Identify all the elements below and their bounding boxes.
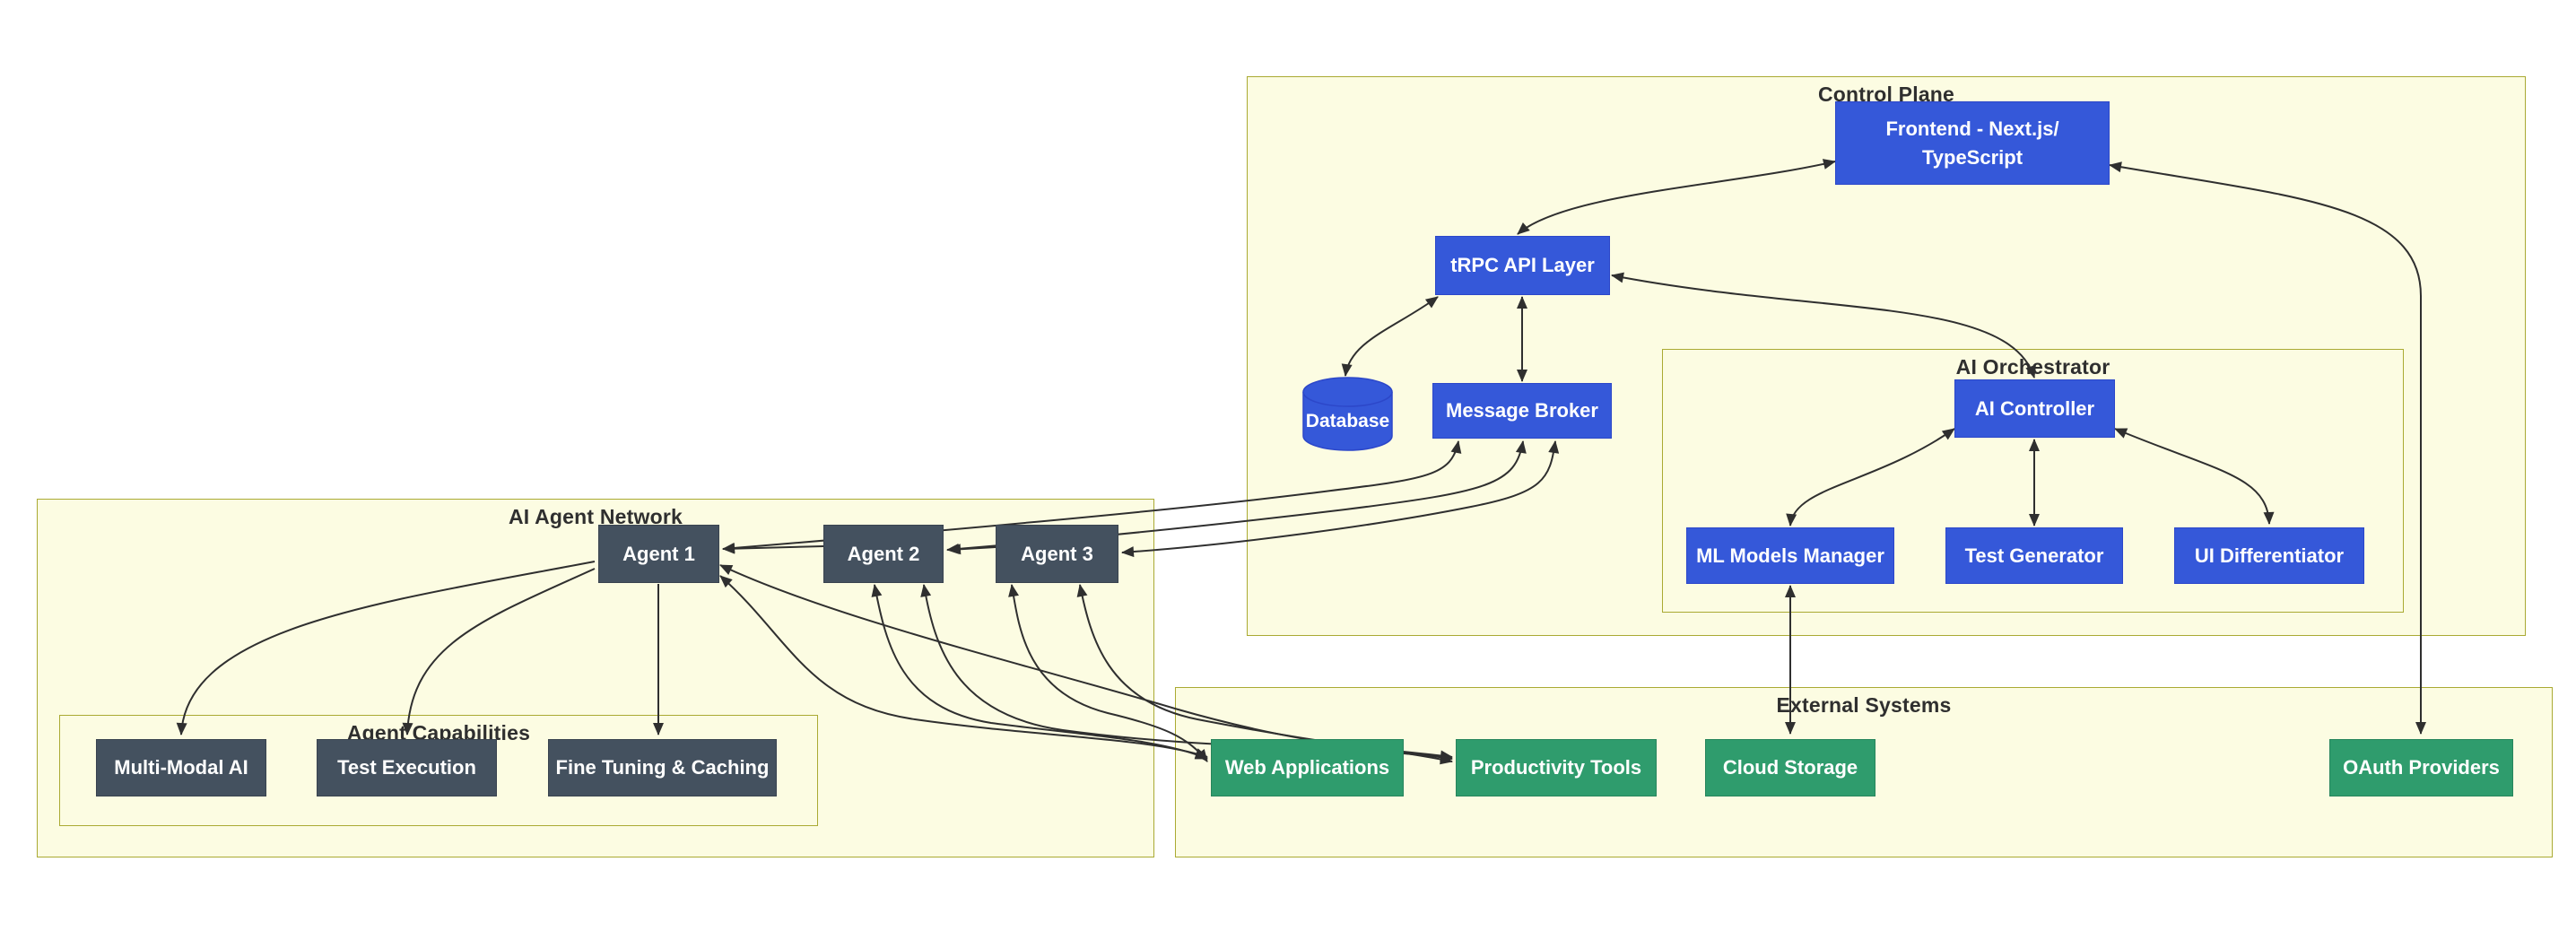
- node-ml-models-manager: ML Models Manager: [1686, 527, 1894, 584]
- edge-agent1-web-applications: [719, 575, 1208, 759]
- node-web-applications: Web Applications: [1211, 739, 1404, 796]
- node-frontend: Frontend - Next.js/ TypeScript: [1835, 101, 2110, 185]
- node-database: Database: [1305, 410, 1390, 431]
- node-cloud-storage: Cloud Storage: [1705, 739, 1875, 796]
- edge-ai-controller-ui-differentiator: [2114, 428, 2275, 525]
- node-trpc-api-layer: tRPC API Layer: [1435, 236, 1610, 295]
- edge-frontend-oauth-providers: [2109, 161, 2426, 735]
- node-fine-tuning-caching: Fine Tuning & Caching: [548, 739, 777, 796]
- edge-message-broker-agent3: [1121, 440, 1560, 558]
- edge-frontend-trpc: [1517, 159, 1836, 235]
- node-message-broker: Message Broker: [1432, 383, 1612, 439]
- edge-trpc-ai-controller: [1611, 272, 2036, 379]
- node-multi-modal-ai: Multi-Modal AI: [96, 739, 266, 796]
- node-test-generator: Test Generator: [1945, 527, 2123, 584]
- edge-agent2-productivity-tools: [920, 584, 1453, 763]
- edge-agent2-agent1: [722, 543, 824, 554]
- subgraph-label-external-systems: External Systems: [1776, 693, 1952, 717]
- edge-agent3-agent2: [948, 544, 996, 555]
- edge-agent1-multi-modal-ai: [176, 561, 596, 735]
- edge-agent1-productivity-tools: [719, 564, 1453, 762]
- node-oauth-providers: OAuth Providers: [2329, 739, 2513, 796]
- node-agent-3: Agent 3: [996, 525, 1118, 583]
- node-agent-2: Agent 2: [823, 525, 944, 583]
- edge-ai-controller-ml-models-manager: [1786, 428, 1955, 527]
- node-productivity-tools: Productivity Tools: [1456, 739, 1657, 796]
- node-ai-controller: AI Controller: [1954, 379, 2115, 438]
- node-agent-1: Agent 1: [598, 525, 719, 583]
- edge-trpc-database: [1341, 296, 1439, 377]
- subgraph-label-ai-agent-network: AI Agent Network: [508, 505, 683, 528]
- edge-agent3-productivity-tools: [1076, 584, 1453, 765]
- node-ui-differentiator: UI Differentiator: [2174, 527, 2364, 584]
- edge-agent1-test-execution: [402, 568, 596, 735]
- database-cylinder-icon: [1302, 377, 1393, 451]
- node-test-execution: Test Execution: [317, 739, 497, 796]
